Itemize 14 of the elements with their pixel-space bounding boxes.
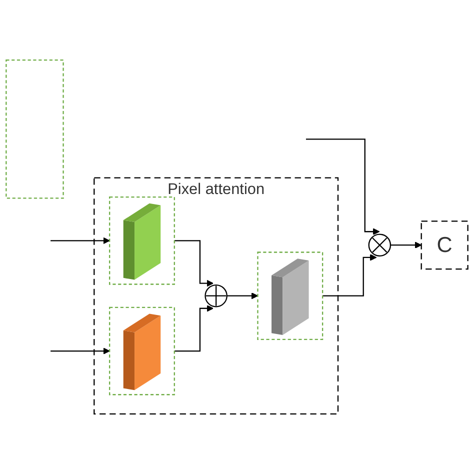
node-box: C [420,220,468,270]
arrow [50,348,110,354]
arrow [390,242,422,248]
node-picture [109,306,175,396]
node-picture [257,252,324,340]
node-box [6,60,64,199]
node-picture [109,196,175,285]
arrow [226,292,258,300]
arrow [322,254,377,296]
arrow [174,240,214,287]
arrow [306,138,380,236]
arrow [50,237,110,244]
cluster: Pixel attention [94,177,339,414]
arrow [174,305,214,352]
